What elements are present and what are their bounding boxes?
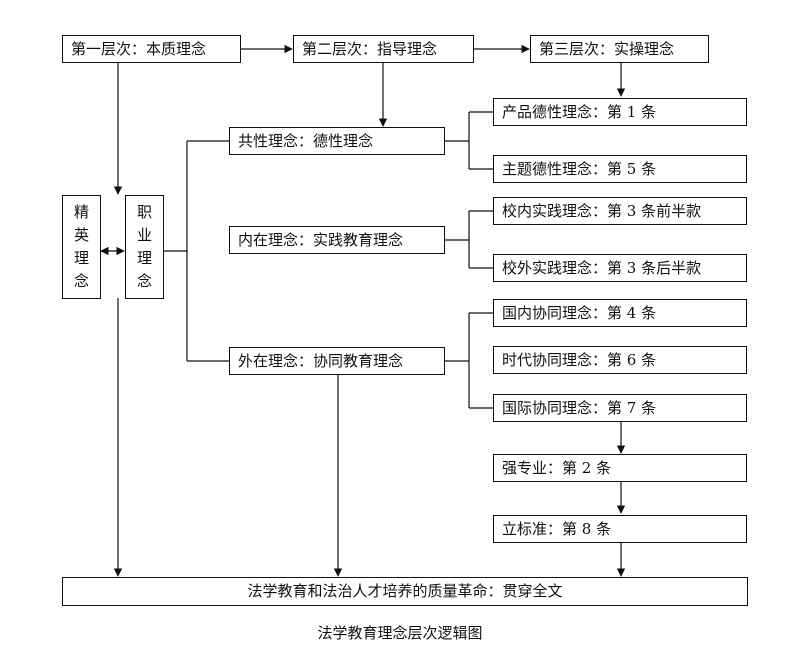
level2-label: 第二层次：指导理念 — [302, 39, 438, 58]
strong-major-box: 强专业：第 2 条 — [493, 454, 747, 482]
figure-caption: 法学教育理念层次逻辑图 — [317, 624, 483, 642]
level3-box: 第三层次：实操理念 — [530, 35, 709, 63]
international-collab-box: 国际协同理念：第 7 条 — [493, 394, 747, 422]
elite-concept-box: 精 英 理 念 — [62, 195, 101, 299]
level2-box: 第二层次：指导理念 — [293, 35, 474, 63]
standard-box: 立标准：第 8 条 — [493, 515, 747, 543]
common-concept-box: 共性理念：德性理念 — [229, 127, 445, 155]
quality-revolution-box: 法学教育和法治人才培养的质量革命：贯穿全文 — [62, 577, 748, 606]
product-ethics-box: 产品德性理念：第 1 条 — [493, 98, 747, 126]
subject-ethics-box: 主题德性理念：第 5 条 — [493, 155, 747, 183]
level3-label: 第三层次：实操理念 — [539, 39, 675, 58]
level1-label: 第一层次：本质理念 — [71, 39, 207, 58]
professional-concept-box: 职 业 理 念 — [125, 195, 164, 299]
external-concept-box: 外在理念：协同教育理念 — [229, 347, 445, 375]
era-collab-box: 时代协同理念：第 6 条 — [493, 346, 747, 374]
level1-box: 第一层次：本质理念 — [62, 35, 241, 63]
out-school-practice-box: 校外实践理念：第 3 条后半款 — [493, 254, 747, 282]
domestic-collab-box: 国内协同理念：第 4 条 — [493, 299, 747, 327]
internal-concept-box: 内在理念：实践教育理念 — [229, 226, 445, 254]
in-school-practice-box: 校内实践理念：第 3 条前半款 — [493, 197, 747, 225]
